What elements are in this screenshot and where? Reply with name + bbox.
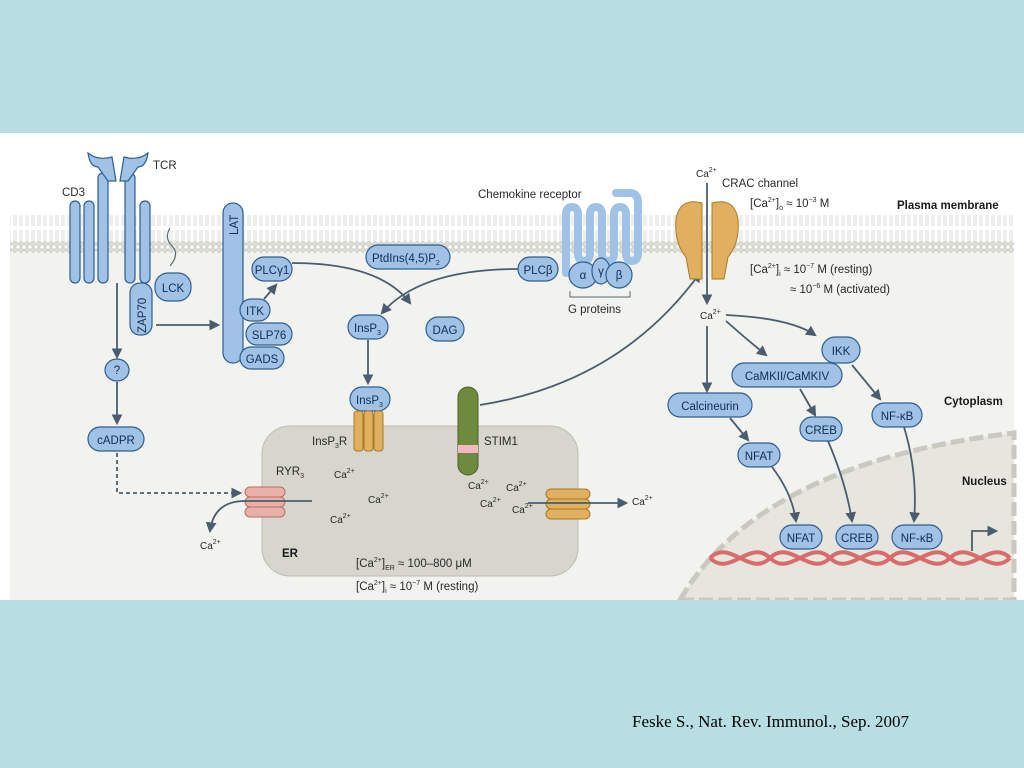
svg-text:InsP3: InsP3 — [354, 323, 381, 337]
nfat-nucleus-node: NFAT — [779, 524, 823, 550]
creb-nucleus-node: CREB — [835, 524, 879, 550]
tcr-label: TCR — [153, 160, 177, 172]
cd3-label: CD3 — [62, 187, 85, 199]
slp76-node: SLP76 — [245, 322, 293, 346]
dna-helix — [708, 550, 1012, 566]
ryr3-label: RYR3 — [276, 466, 304, 480]
svg-text:ZAP70: ZAP70 — [137, 298, 149, 333]
ptdins-node: PtdIns(4,5)P2 — [365, 244, 451, 270]
svg-text:CaMKII/CaMKIV: CaMKII/CaMKIV — [745, 371, 830, 383]
svg-text:cADPR: cADPR — [97, 435, 135, 447]
svg-text:γ: γ — [598, 266, 604, 278]
calcineurin-node: Calcineurin — [667, 392, 753, 418]
svg-text:NF-κB: NF-κB — [901, 533, 934, 545]
insp3r-channel — [353, 410, 384, 452]
ca-released-ryr: Ca2+ — [200, 539, 221, 552]
pathway-figure: ZAP70 LCK TCR CD3 LAT PLCγ1 ITK SLP76 GA… — [0, 133, 1024, 600]
er-ca-ion: Ca2+ — [512, 503, 533, 516]
svg-text:GADS: GADS — [246, 354, 279, 366]
er-pump-channel — [545, 488, 591, 520]
tcr-complex — [69, 151, 177, 284]
svg-text:InsP3: InsP3 — [356, 395, 383, 409]
svg-text:NFAT: NFAT — [787, 533, 816, 545]
plasma-membrane-label: Plasma membrane — [897, 200, 999, 212]
gads-node: GADS — [239, 346, 285, 370]
stim1-node — [457, 386, 479, 476]
itk-node: ITK — [239, 298, 271, 322]
nfat-cytoplasm-node: NFAT — [737, 442, 781, 468]
g-proteins-label: G proteins — [568, 304, 621, 316]
er-label: ER — [282, 548, 299, 560]
plasma-membrane — [10, 215, 1014, 253]
er-ca-ion: Ca2+ — [334, 468, 355, 481]
nfkb-cytoplasm-node: NF-κB — [871, 402, 923, 428]
crac-channel-label: CRAC channel — [722, 178, 798, 190]
svg-text:PLCγ1: PLCγ1 — [255, 265, 290, 277]
insp3-bound-node: InsP3 — [349, 386, 391, 412]
cadpr-node: cADPR — [87, 426, 145, 452]
nucleus-label: Nucleus — [962, 476, 1007, 488]
svg-text:LAT: LAT — [229, 215, 241, 235]
er-ca-ion: Ca2+ — [506, 481, 527, 494]
ca-cytosol: Ca2+ — [700, 309, 721, 322]
svg-text:CREB: CREB — [805, 425, 837, 437]
insp3-node: InsP3 — [347, 314, 389, 340]
svg-text:NFAT: NFAT — [745, 451, 774, 463]
lat-node: LAT — [222, 202, 244, 364]
ryr3-channel — [244, 486, 286, 518]
svg-text:DAG: DAG — [433, 325, 458, 337]
ikk-node: IKK — [821, 336, 861, 364]
unknown-mediator-node: ? — [104, 358, 130, 382]
cytoplasm-label: Cytoplasm — [944, 396, 1003, 408]
svg-text:CREB: CREB — [841, 533, 873, 545]
nfkb-nucleus-node: NF-κB — [891, 524, 943, 550]
svg-text:PLCβ: PLCβ — [524, 265, 553, 277]
svg-text:IKK: IKK — [832, 346, 851, 358]
plcb-node: PLCβ — [517, 256, 559, 282]
insp3r-label: InsP3R — [312, 436, 347, 450]
zap70-node: ZAP70 — [129, 282, 153, 336]
svg-text:?: ? — [114, 365, 120, 377]
crac-channel — [675, 201, 739, 280]
er-concentration: [Ca2+]ER ≈ 100–800 μM — [356, 557, 472, 572]
ca-outside: Ca2+ — [696, 167, 717, 180]
camk-node: CaMKII/CaMKIV — [731, 362, 843, 388]
inside-activated-concentration: ≈ 10−6 M (activated) — [790, 283, 890, 296]
svg-text:NF-κB: NF-κB — [881, 411, 914, 423]
svg-text:PtdIns(4,5)P2: PtdIns(4,5)P2 — [372, 253, 440, 267]
g-protein-beta: β — [605, 261, 633, 289]
svg-text:ITK: ITK — [246, 306, 264, 318]
svg-text:β: β — [616, 270, 623, 282]
svg-text:Calcineurin: Calcineurin — [681, 401, 739, 413]
dag-node: DAG — [425, 316, 465, 342]
svg-text:SLP76: SLP76 — [252, 330, 287, 342]
citation: Feske S., Nat. Rev. Immunol., Sep. 2007 — [632, 712, 910, 731]
er-ca-ion: Ca2+ — [368, 493, 389, 506]
outside-concentration: [Ca2+]o ≈ 10−3 M — [750, 197, 829, 212]
lck-node: LCK — [154, 272, 192, 302]
creb-cytoplasm-node: CREB — [799, 416, 843, 442]
svg-text:LCK: LCK — [162, 283, 185, 295]
ca-pump-out: Ca2+ — [632, 495, 653, 508]
er-ca-ion: Ca2+ — [480, 497, 501, 510]
stim1-label: STIM1 — [484, 436, 518, 448]
er-ca-ion: Ca2+ — [468, 479, 489, 492]
chemokine-receptor-label: Chemokine receptor — [478, 189, 582, 201]
plcg1-node: PLCγ1 — [251, 256, 293, 282]
er-ca-ion: Ca2+ — [330, 513, 351, 526]
svg-text:α: α — [580, 270, 587, 282]
